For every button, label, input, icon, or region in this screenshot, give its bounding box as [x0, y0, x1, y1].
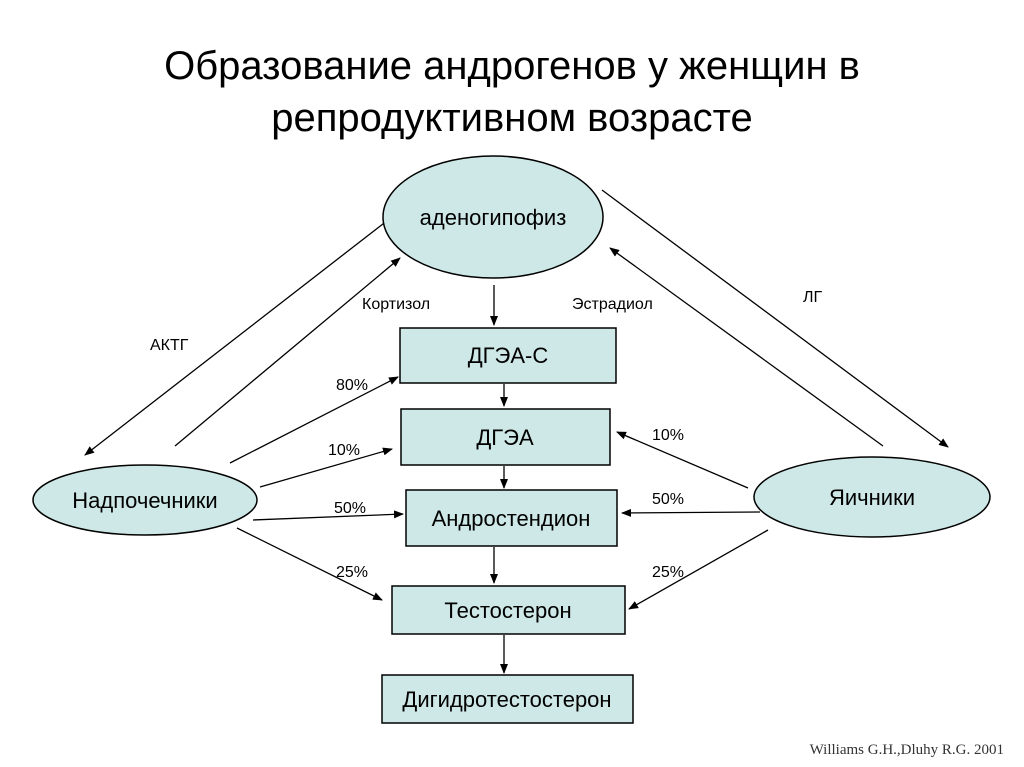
edge-ovaries-to-androstenedione [621, 508, 761, 517]
node-dht: Дигидротестостерон [381, 674, 634, 724]
node-adrenals: Надпочечники [32, 464, 258, 536]
node-adrenals-label: Надпочечники [72, 488, 217, 513]
label-ovary-androstenedione: 50% [652, 491, 684, 508]
edge-ovaries-to-dhea [616, 431, 749, 489]
node-androstenedione: Андростендион [405, 489, 618, 547]
title-line-2: репродуктивном возрасте [271, 96, 753, 140]
edges [84, 189, 949, 674]
node-ovaries-label: Яичники [829, 485, 915, 510]
edge-labels: АКТГ ЛГ Кортизол Эстрадиол 80% 10% 50% 2… [150, 289, 823, 581]
node-androstenedione-label: Андростендион [432, 506, 591, 531]
label-adrenal-dheas: 80% [336, 377, 368, 394]
edge-pituitary-to-adrenals [84, 219, 389, 456]
node-testosterone-label: Тестостерон [444, 598, 571, 623]
edge-pituitary-to-ovaries [601, 189, 949, 448]
edge-adrenals-to-testosterone [236, 527, 383, 601]
label-lh: ЛГ [803, 289, 823, 306]
node-pituitary: аденогипофиз [382, 155, 604, 279]
page-title: Образование андрогенов у женщин в репрод… [0, 40, 1024, 144]
node-dheas: ДГЭА-С [399, 327, 617, 384]
label-ovary-testosterone: 25% [652, 564, 684, 581]
edge-ovaries-to-testosterone [628, 529, 769, 610]
edge-adrenals-to-androstenedione [252, 510, 404, 521]
label-adrenal-androstenedione: 50% [334, 500, 366, 517]
node-pituitary-label: аденогипофиз [420, 205, 567, 230]
edge-adrenals-to-dheas [229, 376, 399, 464]
label-estradiol: Эстрадиол [572, 296, 653, 313]
edge-adrenals-to-pituitary [174, 257, 401, 447]
node-testosterone: Тестостерон [391, 585, 626, 635]
citation: Williams G.H.,Dluhy R.G. 2001 [809, 742, 1004, 758]
node-dheas-label: ДГЭА-С [468, 343, 549, 368]
label-adrenal-testosterone: 25% [336, 564, 368, 581]
node-dhea-label: ДГЭА [476, 425, 534, 450]
label-acth: АКТГ [150, 337, 189, 354]
label-adrenal-dhea: 10% [328, 442, 360, 459]
edge-adrenals-to-dhea [259, 447, 393, 488]
node-dhea: ДГЭА [400, 408, 611, 466]
node-ovaries: Яичники [753, 456, 991, 538]
title-line-1: Образование андрогенов у женщин в [164, 44, 860, 88]
label-ovary-dhea: 10% [652, 427, 684, 444]
node-dht-label: Дигидротестостерон [402, 687, 611, 712]
edge-ovaries-to-pituitary [609, 247, 884, 447]
label-cortisol: Кортизол [362, 296, 430, 313]
